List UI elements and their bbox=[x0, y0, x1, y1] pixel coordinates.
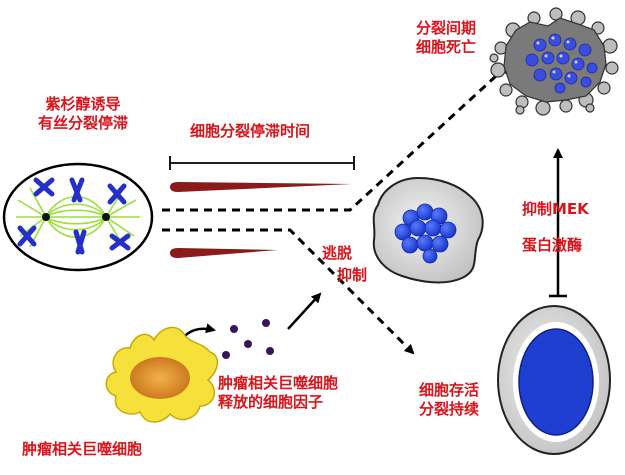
path-to-interphase-death bbox=[162, 63, 510, 212]
escape-inhibit-label: 逃脱 抑制 bbox=[322, 244, 368, 284]
survival-label: 细胞存活 分裂持续 bbox=[419, 381, 480, 418]
path-to-survival bbox=[162, 228, 415, 355]
mitotic-cell-icon bbox=[2, 162, 154, 272]
short-arrest-bar bbox=[170, 248, 278, 258]
arrest-time-label: 细胞分裂停滞时间 bbox=[190, 122, 311, 140]
cytokine-escape-arrow bbox=[287, 292, 322, 330]
inhibit-mek-label: 抑制MEK 蛋白激酶 bbox=[522, 200, 589, 254]
cytokine-dots-icon bbox=[222, 319, 274, 359]
survival-cell-icon bbox=[497, 305, 611, 455]
mek-inhibition-line bbox=[549, 148, 567, 298]
macrophage-icon bbox=[105, 326, 219, 423]
interphase-death-label: 分裂间期 细胞死亡 bbox=[416, 19, 477, 56]
arrested-cell-icon bbox=[372, 176, 484, 284]
tam-cytokines-label: 肿瘤相关巨噬细胞 释放的细胞因子 bbox=[218, 374, 339, 411]
long-arrest-bar bbox=[170, 182, 352, 192]
tam-label: 肿瘤相关巨噬细胞 bbox=[22, 440, 143, 458]
arrest-time-bracket bbox=[169, 156, 355, 170]
dead-cell-icon bbox=[489, 7, 619, 116]
taxol-induced-label: 紫杉醇诱导 有丝分裂停滞 bbox=[37, 95, 128, 132]
